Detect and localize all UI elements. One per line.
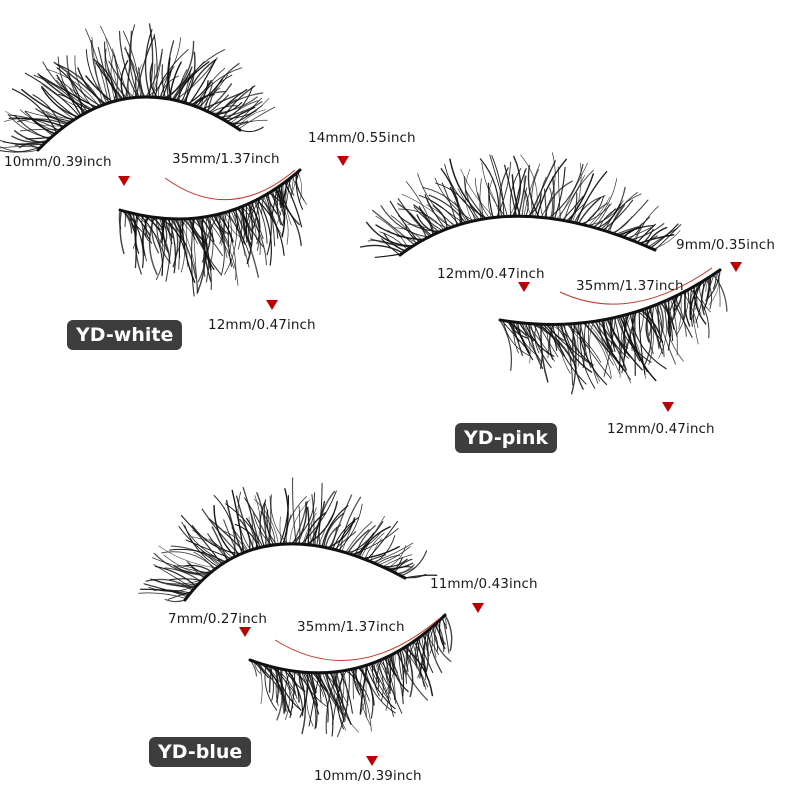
lash-3-band-length: 35mm/1.37inch	[297, 619, 405, 635]
lash-1-center-marker	[266, 300, 278, 310]
lash-3-outer-end-length: 11mm/0.43inch	[430, 576, 538, 592]
lash-2-style-badge: YD-pink	[455, 423, 558, 453]
lash-pair-2-bottom-lash	[498, 268, 728, 395]
lash-1-outer-end-length: 14mm/0.55inch	[308, 130, 416, 146]
lash-2-center-length: 12mm/0.47inch	[607, 421, 715, 437]
lash-1-band-length: 35mm/1.37inch	[172, 151, 280, 167]
lash-2-inner-end-marker	[518, 282, 530, 292]
lash-pair-3-top-lash	[138, 477, 438, 603]
lash-1-inner-end-marker	[118, 176, 130, 186]
lash-1-outer-end-marker	[337, 156, 349, 166]
lash-pair-2-band-arc	[559, 267, 713, 305]
lash-pair-1-band-arc	[164, 169, 296, 201]
lash-2-band-length: 35mm/1.37inch	[576, 278, 684, 294]
lash-2-inner-end-length: 12mm/0.47inch	[437, 266, 545, 282]
lash-2-outer-end-length: 9mm/0.35inch	[676, 237, 775, 253]
lash-3-center-marker	[366, 756, 378, 766]
lash-3-style-badge: YD-blue	[149, 737, 252, 767]
lash-3-center-length: 10mm/0.39inch	[314, 768, 422, 784]
lash-1-center-length: 12mm/0.47inch	[208, 317, 316, 333]
lash-pair-2-top-lash	[359, 152, 682, 258]
lash-3-outer-end-marker	[472, 603, 484, 613]
lash-1-inner-end-length: 10mm/0.39inch	[4, 154, 112, 170]
lash-2-outer-end-marker	[730, 262, 742, 272]
lash-pair-3-bottom-lash	[248, 613, 453, 738]
lash-3-inner-end-marker	[239, 627, 251, 637]
lash-pair-1-top-lash	[0, 23, 276, 153]
lash-pair-3-band-arc	[274, 617, 441, 661]
lash-2-center-marker	[662, 402, 674, 412]
lash-3-inner-end-length: 7mm/0.27inch	[168, 611, 267, 627]
lash-pair-1-bottom-lash	[118, 168, 307, 297]
lash-1-style-badge: YD-white	[67, 320, 183, 350]
